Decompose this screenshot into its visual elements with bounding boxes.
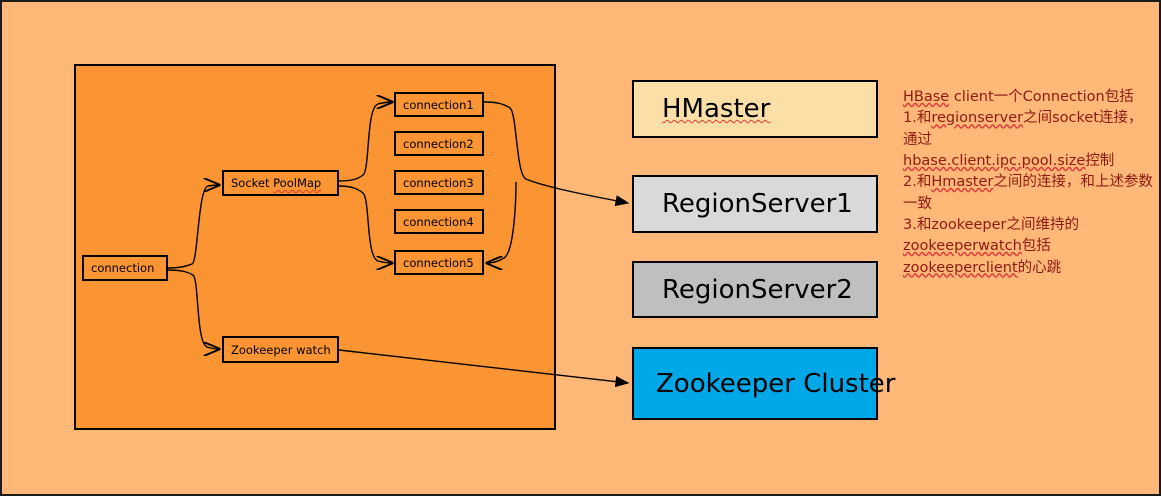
note-text: 包括 [1021,238,1051,255]
service-regionserver1[interactable]: RegionServer1 [632,175,878,233]
annotation-note-line: HBase client一个Connection包括 [903,89,1134,105]
note-text: 2.和 [903,174,932,191]
service-hmaster-label: HMaster [662,94,771,124]
note-text: 的心跳 [1017,259,1062,276]
hbase-client-panel [74,64,556,430]
note-text: 之间的连接，和上述参数一致 [903,174,1153,212]
node-connection1[interactable]: connection1 [394,92,484,117]
note-spellchecked-text: Hmaster [931,174,994,191]
note-text: client一个Connection包括 [949,89,1134,105]
node-connection3[interactable]: connection3 [394,170,484,195]
note-text: 3.和zookeeper之间维持的 [903,216,1079,233]
note-text: 控制 [1085,152,1115,169]
annotation-note-line: 1.和regionserver之间socket连接，通过 [903,110,1143,147]
annotation-note-line: hbase.client.ipc.pool.size控制 [903,153,1114,169]
node-connection3-label: connection3 [403,175,474,190]
node-socket-pool-map[interactable]: Socket PoolMap [222,170,339,196]
service-regionserver1-label: RegionServer1 [662,189,853,219]
node-zookeeper-watch-label: Zookeeper watch [231,342,331,357]
node-socket-pool-map-label: Socket PoolMap [224,176,321,190]
service-zookeeper-cluster-label: Zookeeper Cluster [656,368,896,399]
node-connection4-label: connection4 [403,214,474,229]
node-zookeeper-watch[interactable]: Zookeeper watch [222,336,339,363]
note-text: 之间socket连接，通过 [903,110,1143,148]
note-spellchecked-text: zookeeperclient [903,259,1018,276]
service-hmaster[interactable]: HMaster [632,80,878,138]
annotation-note-line: zookeeperwatch包括 [903,238,1051,254]
service-zookeeper-cluster[interactable]: Zookeeper Cluster [632,347,895,420]
node-connection2[interactable]: connection2 [394,131,484,156]
note-spellchecked-text: hbase.client.ipc.pool.size [903,152,1086,169]
note-spellchecked-text: HBase [903,89,950,105]
node-connection5[interactable]: connection5 [394,250,484,275]
note-spellchecked-text: regionserver [931,110,1024,127]
node-connection-label: connection [91,261,155,275]
socket-prefix-text: Socket [231,176,274,190]
annotation-note: HBase client一个Connection包括 1.和regionserv… [903,87,1153,279]
service-regionserver2-label: RegionServer2 [662,274,853,305]
note-spellchecked-text: zookeeperwatch [903,238,1022,255]
annotation-note-line: 2.和Hmaster之间的连接，和上述参数一致 [903,174,1153,211]
annotation-note-line: zookeeperclient的心跳 [903,260,1061,276]
node-connection1-label: connection1 [403,97,474,112]
node-connection2-label: connection2 [403,136,474,151]
node-connection[interactable]: connection [82,255,168,281]
service-regionserver2[interactable]: RegionServer2 [632,261,878,318]
poolmap-spellchecked-text: PoolMap [273,176,322,190]
annotation-note-line: 3.和zookeeper之间维持的 [903,217,1079,233]
node-connection5-label: connection5 [403,255,474,270]
note-text: 1.和 [903,110,932,127]
node-connection4[interactable]: connection4 [394,209,484,234]
